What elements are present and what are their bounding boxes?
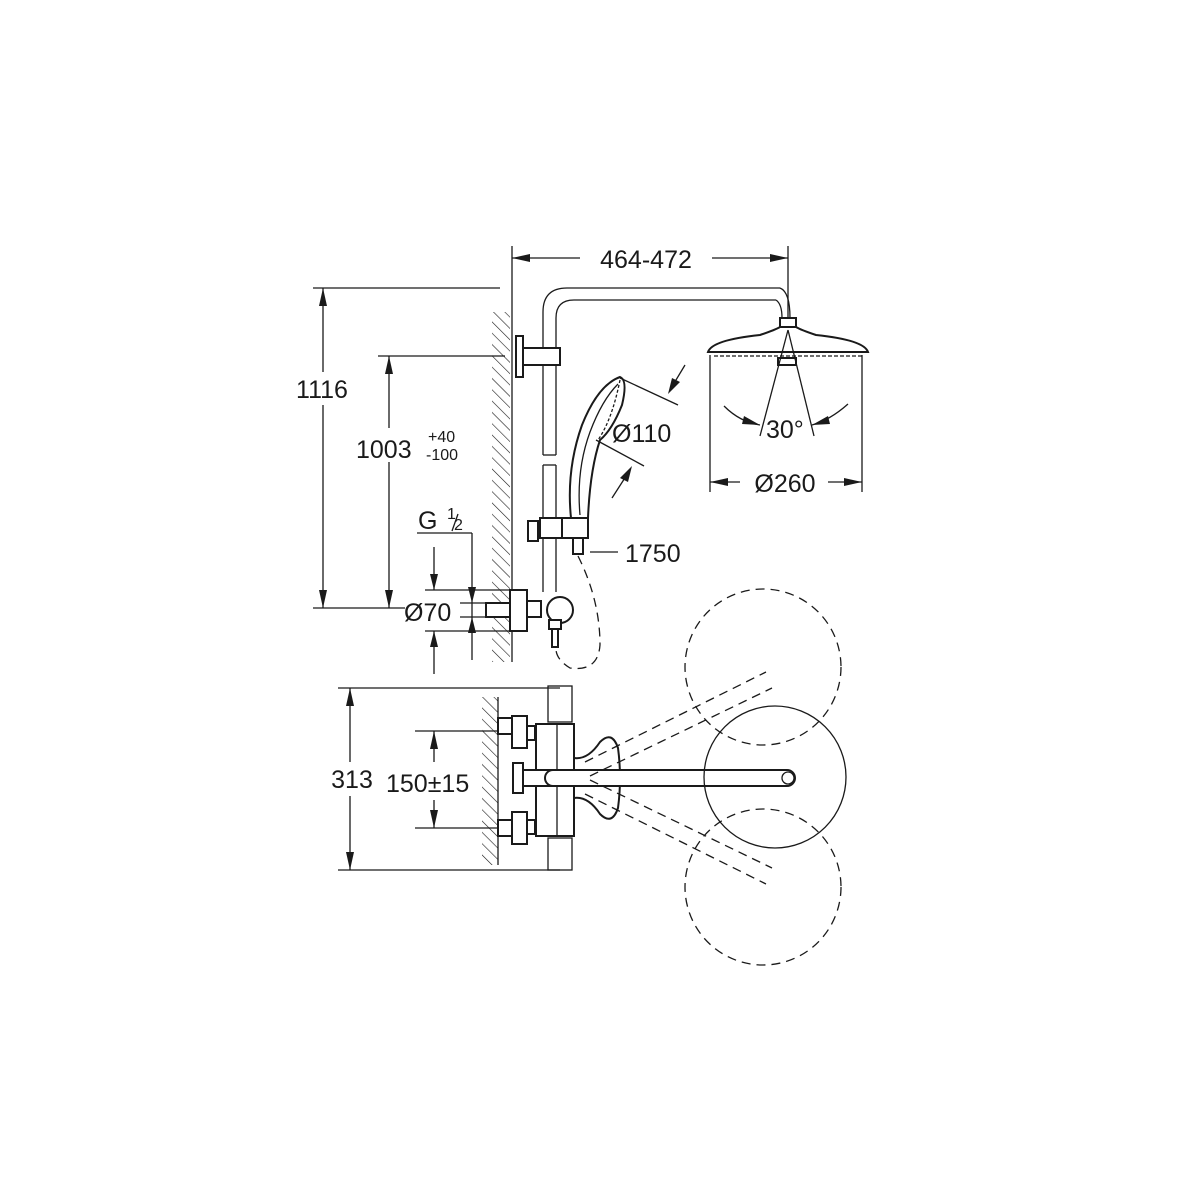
head-shower: 30° Ø260 [706, 317, 870, 498]
rail-height-dimension: 1003 +40 -100 [356, 355, 505, 608]
escutcheon-dimension: Ø70 [404, 547, 510, 674]
arm-length-label: 464-472 [600, 246, 692, 274]
wall-plan [482, 697, 499, 865]
escutcheon-diameter-label: Ø70 [404, 599, 451, 627]
thread-denominator: 2 [454, 517, 463, 534]
spout-bar [544, 769, 796, 787]
wall-bracket [515, 335, 524, 378]
thread-g-label: G [418, 507, 437, 535]
head-shower-circle [703, 705, 847, 849]
head-diameter-label: Ø260 [754, 470, 815, 498]
hose [555, 555, 601, 670]
hand-shower-holder: 1750 [527, 517, 681, 670]
head-angle-label: 30° [766, 416, 804, 444]
hand-shower: Ø110 [568, 364, 686, 519]
mixer-depth-label: 313 [331, 766, 373, 794]
rail-tolerance-minus: -100 [426, 447, 458, 464]
rail-tolerance-plus: +40 [428, 429, 455, 446]
arm-length-dimension: 464-472 [512, 246, 789, 322]
wall-connection [485, 589, 574, 648]
inlet-spacing-dimension: 150±15 [386, 730, 500, 829]
swivel-position-bottom [684, 808, 842, 966]
shower-rail [515, 287, 791, 592]
hand-shower-diameter-label: Ø110 [612, 420, 671, 448]
bracket-arm [522, 347, 561, 366]
total-height-label: 1116 [296, 376, 348, 404]
thermostat-mixer [497, 685, 796, 871]
mixer-depth-dimension: 313 [331, 687, 560, 871]
inlet-spacing-label: 150±15 [386, 770, 469, 798]
hose-length-label: 1750 [625, 540, 681, 568]
thread-numerator: 1 [447, 506, 456, 523]
total-height-dimension: 1116 [296, 287, 500, 609]
rail-height-label: 1003 [356, 436, 412, 464]
head-connector-nut [779, 317, 797, 328]
swivel-position-top [684, 588, 842, 746]
thread-dimension: G 1 2 [417, 506, 485, 660]
head-shower-plan [584, 588, 847, 966]
